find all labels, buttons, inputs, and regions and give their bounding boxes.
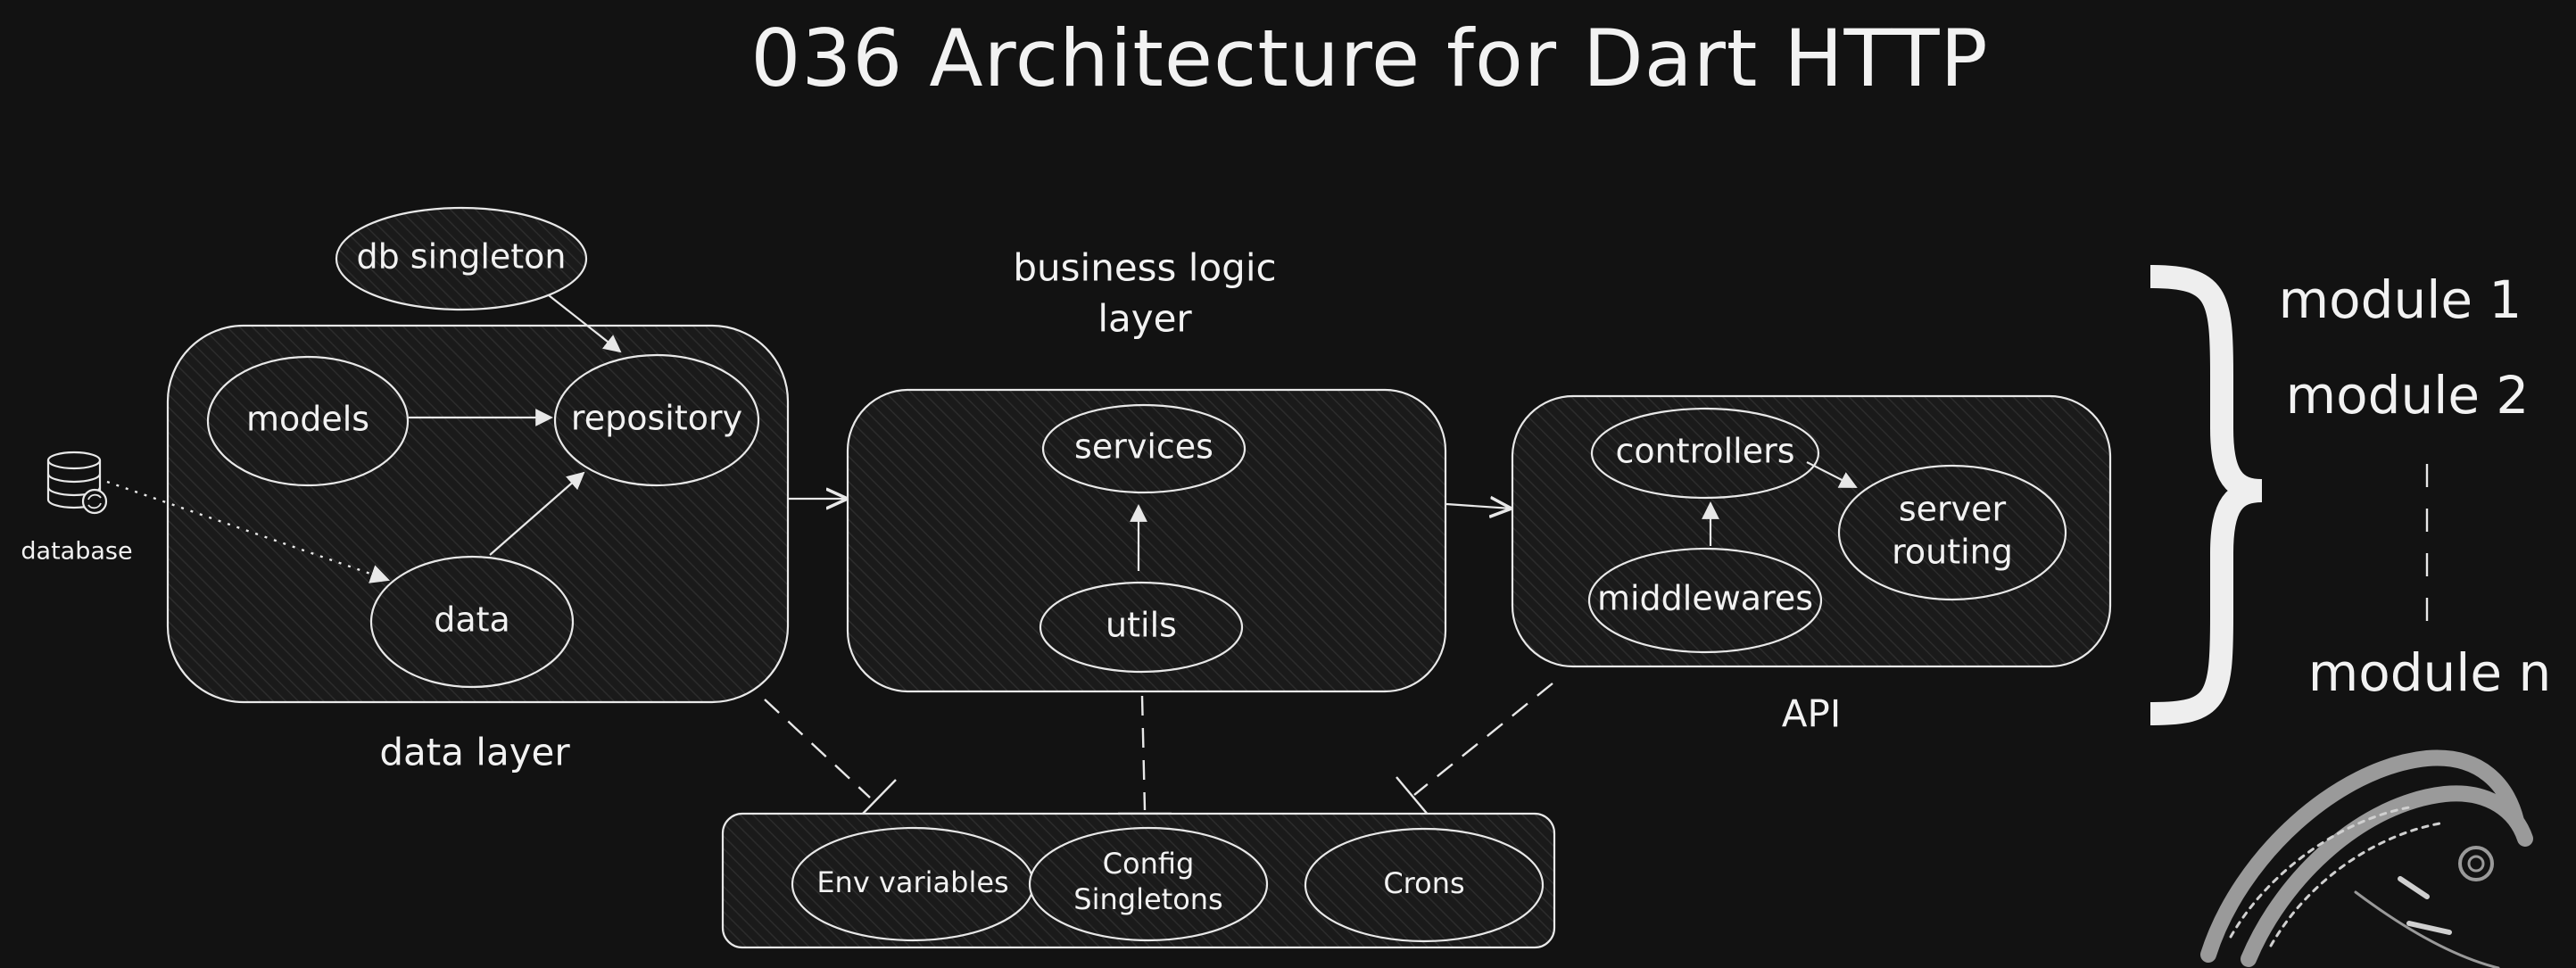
utils-node	[1039, 581, 1244, 674]
db-singleton-label: db singleton	[356, 237, 566, 277]
database-icon	[46, 451, 108, 515]
models-label: models	[246, 400, 369, 439]
business-layer-label-line1: business logic	[1013, 246, 1276, 290]
decorative-sketch-illustration	[2200, 749, 2533, 968]
middlewares-node	[1587, 547, 1823, 654]
config-singletons-node	[1028, 826, 1269, 942]
repository-node	[553, 353, 760, 487]
arrow-dbsingleton-repository	[548, 294, 622, 353]
server-routing-label-line1: server	[1899, 490, 2007, 529]
dashed-link-datalayer-shared	[764, 699, 871, 798]
module-2-label: module 2	[2286, 365, 2530, 426]
middlewares-label: middlewares	[1597, 579, 1813, 618]
module-1-label: module 1	[2279, 269, 2522, 330]
config-singletons-label-line1: Config	[1103, 847, 1195, 881]
arrow-data-repository	[489, 471, 585, 556]
business-layer-container	[846, 388, 1447, 693]
controllers-node	[1590, 407, 1820, 500]
data-label: data	[434, 600, 510, 640]
db-singleton-node	[335, 206, 588, 311]
dashed-link-api-shared	[1413, 683, 1553, 796]
dashed-link-business-shared	[1140, 695, 1147, 811]
module-n-label: module n	[2308, 642, 2552, 703]
arrow-database-data	[106, 480, 391, 583]
data-node	[369, 555, 575, 689]
t-bar-left	[860, 779, 897, 816]
server-routing-label-line2: routing	[1892, 533, 2013, 572]
crons-node	[1304, 827, 1545, 943]
module-brace	[2149, 265, 2263, 725]
server-routing-node	[1837, 464, 2067, 601]
controllers-label: controllers	[1615, 432, 1794, 471]
page-title: 036 Architecture for Dart HTTP	[750, 12, 1988, 104]
config-singletons-label-line2: Singletons	[1073, 882, 1222, 916]
database-label: database	[21, 538, 132, 566]
env-variables-label: Env variables	[816, 865, 1008, 899]
models-node	[206, 355, 410, 487]
t-bar-right	[1396, 776, 1429, 816]
services-node	[1041, 403, 1247, 494]
utils-label: utils	[1106, 606, 1177, 645]
crons-label: Crons	[1383, 866, 1464, 900]
repository-label: repository	[571, 399, 742, 438]
data-layer-label: data layer	[379, 731, 570, 774]
business-layer-label-line2: layer	[1097, 297, 1192, 341]
api-layer-label: API	[1782, 692, 1841, 736]
services-label: services	[1074, 427, 1213, 467]
arrow-controllers-routing	[1806, 461, 1858, 488]
arrow-business-api	[1445, 504, 1512, 509]
